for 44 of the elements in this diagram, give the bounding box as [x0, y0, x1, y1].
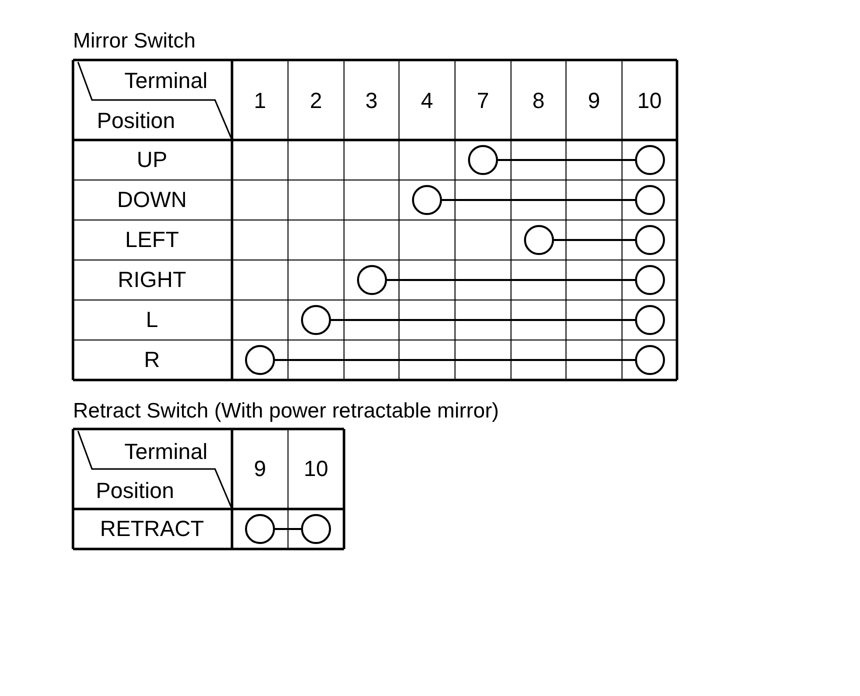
- terminal-number: 7: [476, 88, 490, 114]
- position-name: DOWN: [117, 188, 187, 212]
- table-title: Retract Switch (With power retractable mirror): [73, 399, 499, 423]
- contact-circle: [468, 145, 498, 175]
- contact-circle: [356, 265, 386, 295]
- column-axis-label: Terminal: [124, 440, 208, 464]
- row-axis-label: Position: [96, 108, 176, 134]
- terminal-number: 9: [254, 456, 266, 482]
- position-name: LEFT: [125, 228, 179, 252]
- position-name: R: [144, 348, 160, 372]
- contact-circle: [634, 305, 664, 335]
- contact-circle: [634, 265, 664, 295]
- connection-line: [552, 239, 636, 241]
- terminal-number: 4: [420, 88, 434, 114]
- contact-circle: [524, 225, 554, 255]
- table-title: Mirror Switch: [73, 29, 196, 53]
- connection-line: [497, 159, 636, 161]
- contact-circle: [301, 305, 331, 335]
- connection-line: [274, 359, 636, 361]
- contact-circle: [412, 185, 442, 215]
- contact-circle: [301, 514, 331, 544]
- position-name: L: [146, 308, 158, 332]
- terminal-number: 2: [310, 88, 322, 114]
- connection-line: [441, 199, 636, 201]
- terminal-number: 9: [588, 88, 600, 114]
- position-name: UP: [136, 148, 168, 172]
- row-axis-label: Position: [96, 478, 174, 504]
- contact-circle: [634, 345, 664, 375]
- contact-circle: [634, 225, 664, 255]
- terminal-number: 10: [637, 88, 662, 114]
- contact-circle: [634, 145, 664, 175]
- connection-line: [386, 279, 636, 281]
- terminal-number: 3: [365, 88, 378, 114]
- terminal-number: 10: [304, 456, 328, 482]
- terminal-number: 8: [532, 88, 545, 114]
- contact-circle: [245, 345, 275, 375]
- contact-circle: [634, 185, 664, 215]
- column-axis-label: Terminal: [124, 68, 208, 94]
- contact-circle: [245, 514, 275, 544]
- connection-line: [330, 319, 636, 321]
- connection-line: [274, 528, 302, 530]
- position-name: RIGHT: [118, 268, 186, 292]
- position-name: RETRACT: [100, 516, 204, 542]
- terminal-number: 1: [254, 88, 266, 114]
